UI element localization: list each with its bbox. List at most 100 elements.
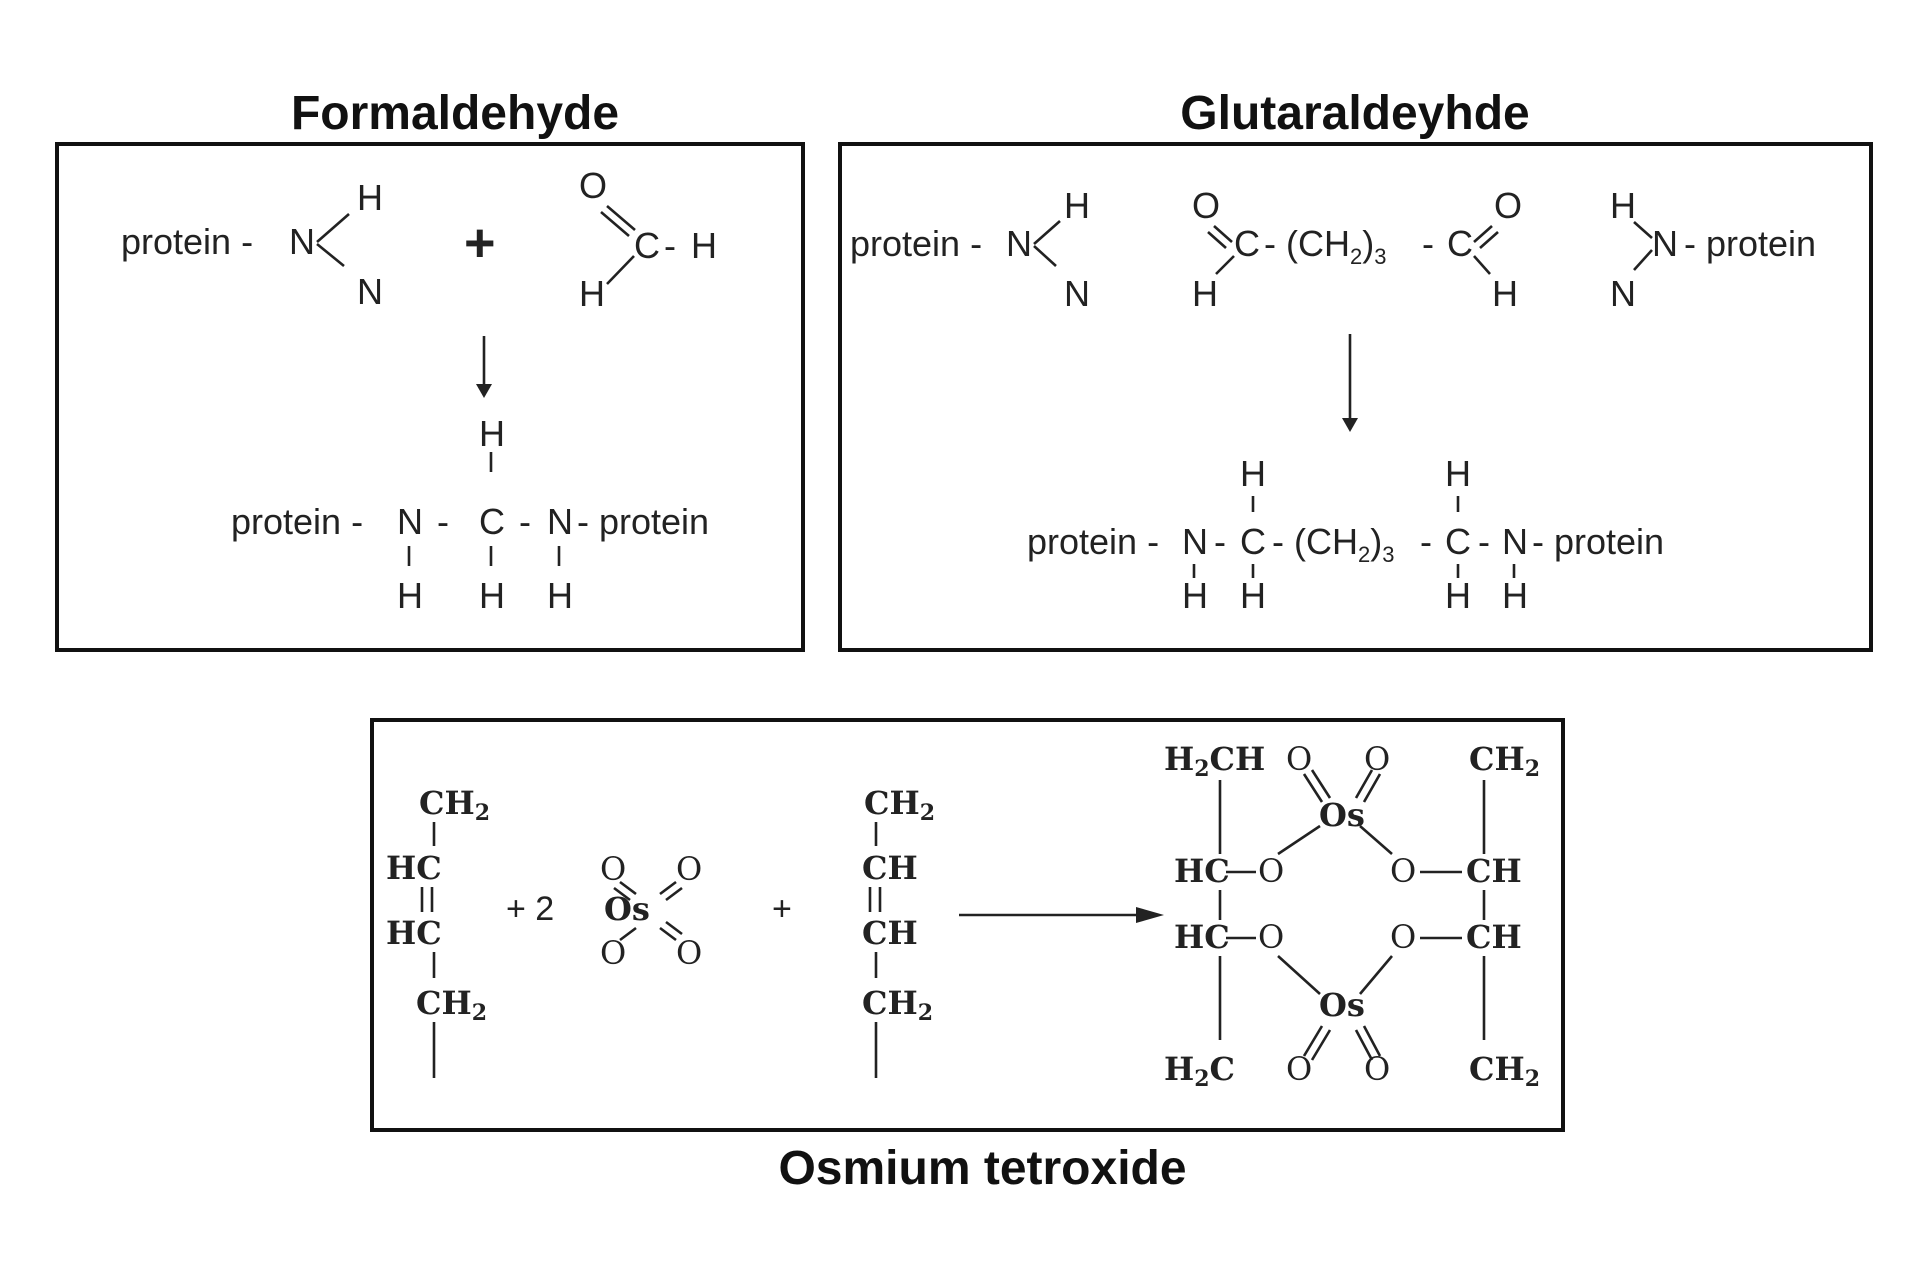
osmium-atom: Os	[604, 890, 650, 928]
protein-label: - protein	[1684, 223, 1816, 264]
h2c-group: H2C	[1164, 1050, 1235, 1092]
bond	[1633, 221, 1653, 239]
bond-dash: -	[1478, 521, 1490, 562]
ch2-group: CH2	[416, 984, 487, 1026]
protein-label: - protein	[577, 501, 709, 542]
double-bond	[619, 880, 637, 896]
hydrogen-atom: H	[1240, 575, 1266, 616]
carbon-atom: C	[1445, 521, 1471, 562]
ch-group: CH	[1466, 918, 1522, 956]
osmium-tetroxide-reaction-panel: CH2 HC HC CH2 + 2 Os O O O O + CH2 CH CH…	[370, 718, 1565, 1132]
carbon-atom: C	[1447, 223, 1473, 264]
hydrogen-atom: H	[1610, 185, 1636, 226]
hc-group: HC	[386, 849, 442, 887]
h2c-group: H2CH	[1164, 740, 1265, 782]
oxygen-atom: O	[676, 850, 702, 888]
hydrogen-atom: H	[579, 273, 605, 314]
hydrogen-atom: H	[1445, 453, 1471, 494]
bond-dash: -	[1420, 521, 1432, 562]
nitrogen-atom: N	[289, 221, 315, 262]
bond	[1473, 255, 1491, 275]
hydrogen-atom: H	[357, 177, 383, 218]
arrow-head	[1342, 418, 1358, 432]
bond-dash: -	[519, 501, 531, 542]
chain-group: - (CH2)3	[1272, 521, 1394, 567]
ch2-group: CH2	[419, 784, 490, 826]
hydrogen-atom: H	[479, 575, 505, 616]
nitrogen-atom: N	[1006, 223, 1032, 264]
double-bond	[1213, 225, 1233, 243]
double-bond	[1302, 1025, 1324, 1057]
glutaraldehyde-reaction-panel: protein - N H N O C H - (CH2)3 - C O H H…	[838, 142, 1873, 652]
protein-label: protein -	[850, 223, 982, 264]
bond	[1033, 245, 1057, 267]
bond	[1633, 249, 1653, 271]
double-bond	[1362, 1025, 1382, 1057]
double-bond	[613, 886, 631, 902]
protein-label: protein -	[121, 221, 253, 262]
oxygen-atom: O	[600, 850, 626, 888]
hydrogen-atom: H	[1445, 575, 1471, 616]
hydrogen-atom: H	[691, 225, 717, 266]
oxygen-atom: O	[1286, 740, 1312, 778]
oxygen-atom: O	[1192, 185, 1220, 226]
ch-group: CH	[862, 914, 918, 952]
bond-dash: -	[1214, 521, 1226, 562]
ch-group: CH	[1466, 852, 1522, 890]
double-bond	[606, 205, 636, 231]
protein-label: - protein	[1532, 521, 1664, 562]
double-bond	[1310, 1029, 1332, 1061]
ch2-group: CH2	[1469, 740, 1540, 782]
glutaraldehyde-reaction-diagram: protein - N H N O C H - (CH2)3 - C O H H…	[850, 185, 1816, 616]
bond-dash: -	[1422, 223, 1434, 264]
hc-group: HC	[1174, 918, 1230, 956]
hc-group: HC	[386, 914, 442, 952]
hydrogen-atom: H	[1192, 273, 1218, 314]
chain-group: - (CH2)3	[1264, 223, 1386, 269]
glutaraldehyde-title: Glutaraldeyhde	[1180, 87, 1530, 140]
bond	[1277, 824, 1321, 856]
osmium-atom: Os	[1319, 796, 1365, 834]
double-bond	[665, 886, 683, 902]
bond-dash: -	[437, 501, 449, 542]
hydrogen-atom: H	[1240, 453, 1266, 494]
plus-sign: +	[772, 890, 792, 928]
nitrogen-atom: N	[357, 271, 383, 312]
double-bond	[600, 211, 630, 237]
nitrogen-atom: N	[1064, 273, 1090, 314]
nitrogen-atom: N	[397, 501, 423, 542]
bond	[1033, 220, 1061, 245]
bond	[1215, 255, 1235, 275]
double-bond	[659, 880, 677, 896]
oxygen-atom: O	[676, 934, 702, 972]
ch2-group: CH2	[862, 984, 933, 1026]
plus-sign: +	[464, 213, 496, 273]
oxygen-atom: O	[1494, 185, 1522, 226]
nitrogen-atom: N	[1502, 521, 1528, 562]
hydrogen-atom: H	[479, 413, 505, 454]
nitrogen-atom: N	[1652, 223, 1678, 264]
formaldehyde-reaction-diagram: protein - N H N + O C - H H H protein - …	[121, 165, 717, 616]
bond	[316, 213, 350, 243]
osmium-atom: Os	[1319, 986, 1365, 1024]
oxygen-atom: O	[1390, 852, 1416, 890]
carbon-atom: C	[1240, 521, 1266, 562]
bond	[316, 242, 345, 268]
nitrogen-atom: N	[547, 501, 573, 542]
hydrogen-atom: H	[547, 575, 573, 616]
oxygen-atom: O	[1390, 918, 1416, 956]
carbon-atom: C	[634, 225, 660, 266]
carbon-atom: C	[1234, 223, 1260, 264]
hydrogen-atom: H	[397, 575, 423, 616]
oxygen-atom: O	[579, 165, 607, 206]
hydrogen-atom: H	[1182, 575, 1208, 616]
protein-label: protein -	[1027, 521, 1159, 562]
ch2-group: CH2	[864, 784, 935, 826]
double-bond	[665, 920, 683, 936]
nitrogen-atom: N	[1182, 521, 1208, 562]
ch-group: CH	[862, 849, 918, 887]
double-bond	[1479, 231, 1499, 249]
bond	[1359, 955, 1393, 995]
carbon-atom: C	[479, 501, 505, 542]
osmium-tetroxide-title: Osmium tetroxide	[778, 1142, 1187, 1195]
